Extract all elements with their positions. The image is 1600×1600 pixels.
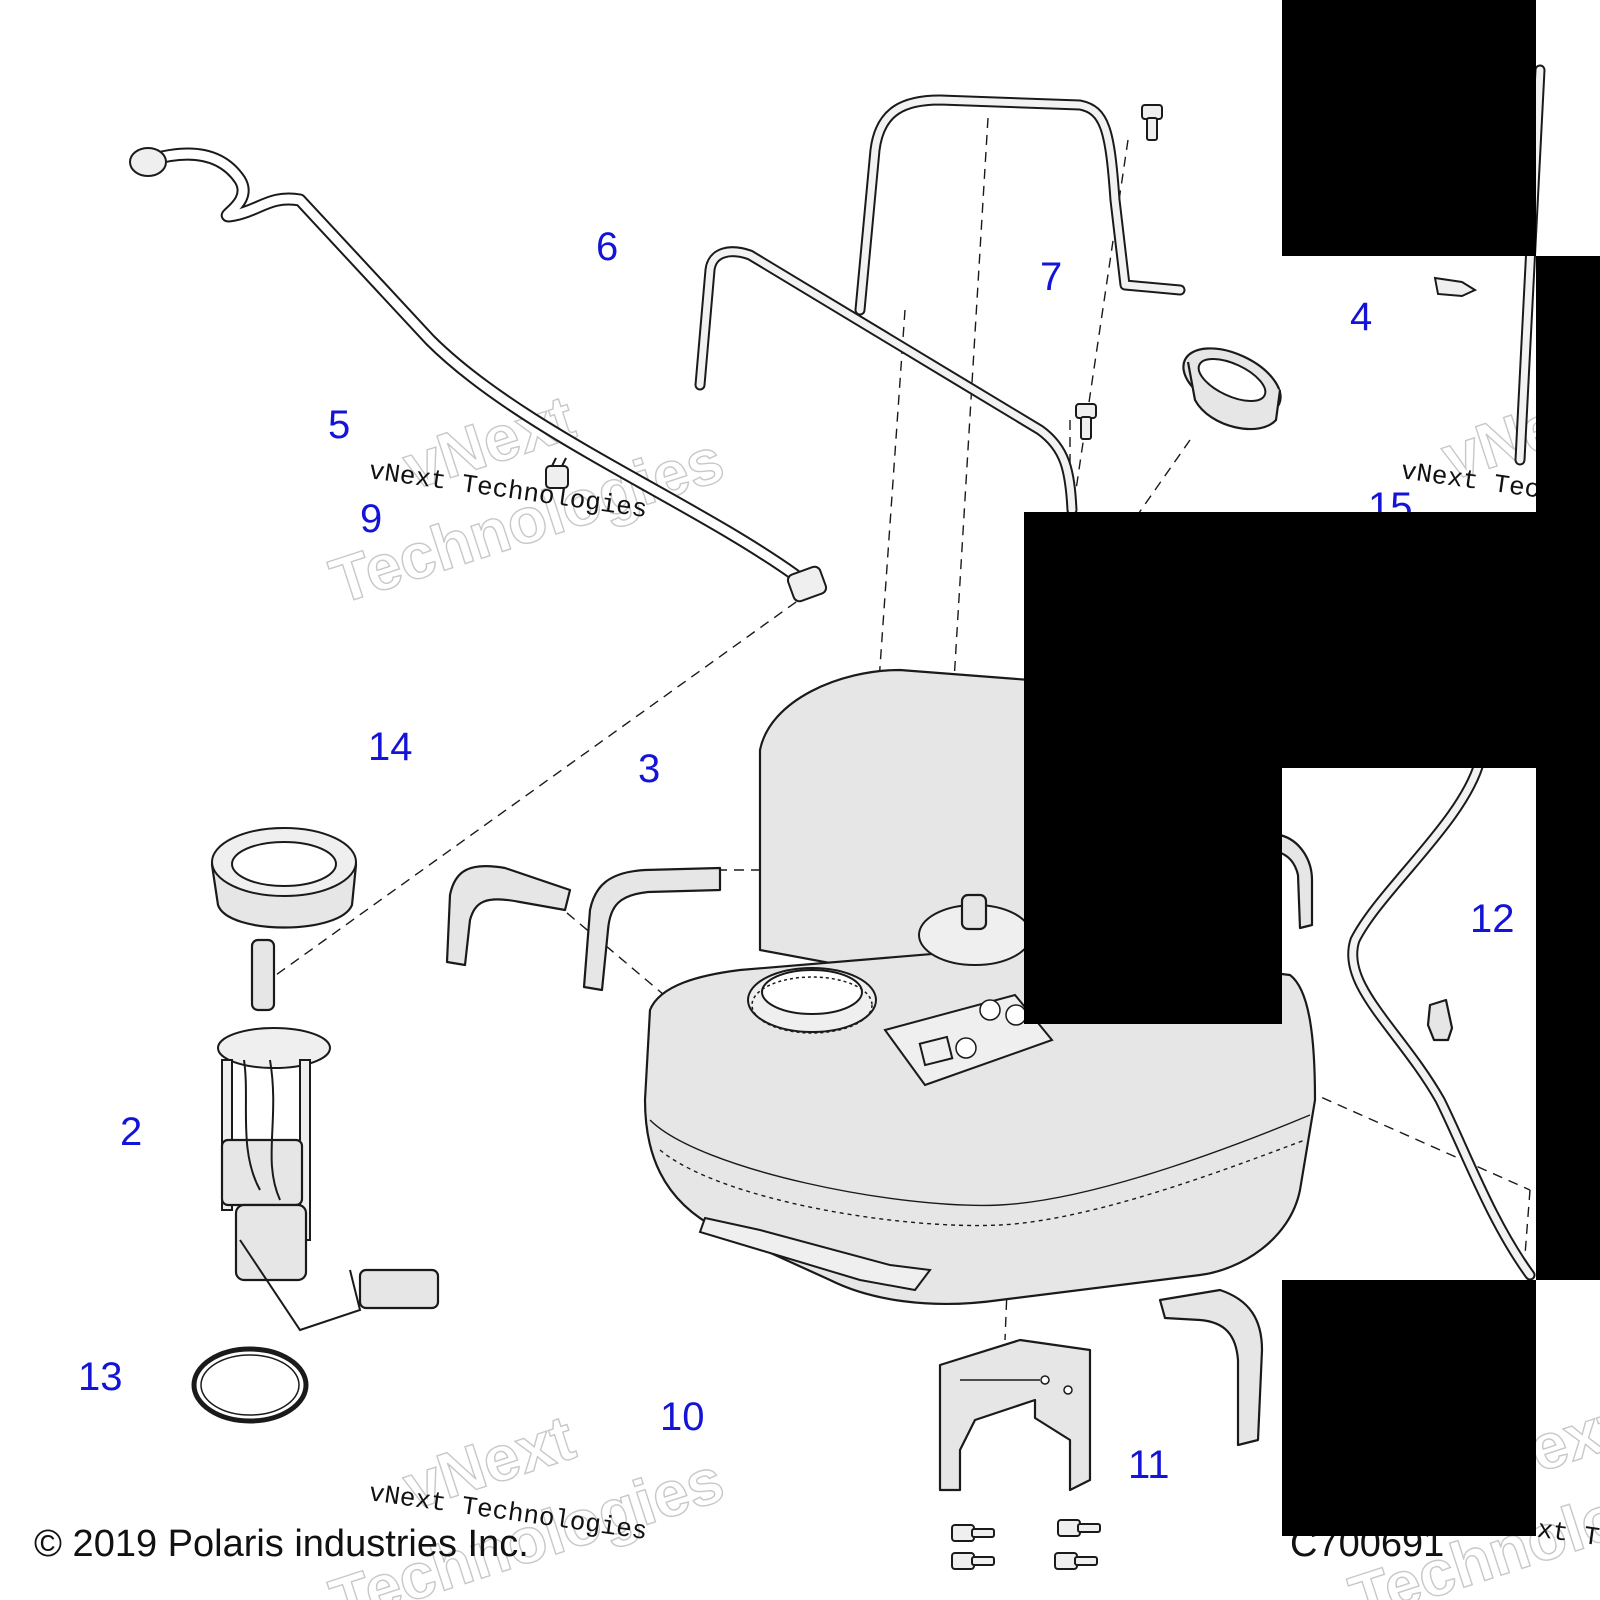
- callout-12: 12: [1470, 897, 1515, 941]
- hose-clip: [1426, 998, 1454, 1042]
- vent-fitting: [545, 457, 569, 489]
- copyright-text: © 2019 Polaris industries Inc.: [34, 1523, 529, 1565]
- vent-hose-right: [1347, 64, 1546, 1281]
- fuel-cap-ring: [1182, 347, 1282, 431]
- screw-right: [1433, 276, 1478, 298]
- leader-line: [530, 788, 626, 878]
- leader-line: [1445, 945, 1478, 1000]
- fuel-pump-module: [217, 938, 440, 1332]
- tank-strap-tall: [854, 94, 1186, 316]
- redaction-block: [1282, 1280, 1536, 1536]
- callout-9: 9: [360, 497, 382, 541]
- callout-14: 14: [368, 725, 413, 769]
- callout-3: 3: [638, 747, 660, 791]
- callout-10: 10: [660, 1395, 705, 1439]
- bracket-bolt: [1054, 1552, 1098, 1570]
- callout-13: 13: [78, 1355, 123, 1399]
- redaction-blocks: [1024, 0, 1600, 1536]
- callout-6: 6: [596, 225, 618, 269]
- tank-strap-long: [694, 246, 1078, 516]
- bracket-bolt: [951, 1552, 995, 1570]
- strap-pad: [1276, 833, 1314, 930]
- leader-line: [155, 1045, 225, 1105]
- redaction-block: [1536, 256, 1600, 1280]
- strap-pad: [582, 866, 722, 992]
- callout-2: 2: [120, 1110, 142, 1154]
- fuel-tank: [643, 668, 1317, 1306]
- strap-pad: [1158, 1288, 1264, 1447]
- callout-4: 4: [1350, 295, 1372, 339]
- leader-line: [350, 772, 385, 858]
- callout-11: 11: [1128, 1443, 1170, 1487]
- bracket-bolt: [951, 1524, 995, 1542]
- bracket-bolt: [1057, 1519, 1101, 1537]
- callout-7: 7: [1040, 255, 1062, 299]
- redaction-block: [1282, 0, 1536, 256]
- leader-line: [1072, 1480, 1135, 1528]
- strap-pad: [445, 865, 572, 967]
- pump-lock-ring: [210, 827, 358, 929]
- pump-seal-ring: [191, 1346, 309, 1424]
- bolt-mid: [1075, 403, 1097, 440]
- leader-line: [130, 1376, 194, 1378]
- tank-mount-bracket: [938, 1338, 1092, 1492]
- bolt-top: [1141, 104, 1163, 141]
- leader-line: [1350, 775, 1440, 840]
- redaction-block: [1024, 768, 1282, 1024]
- callout-5: 5: [328, 403, 350, 447]
- leader-line: [1140, 110, 1285, 180]
- redaction-block: [1024, 512, 1536, 768]
- fill-hose-tube: [129, 147, 828, 603]
